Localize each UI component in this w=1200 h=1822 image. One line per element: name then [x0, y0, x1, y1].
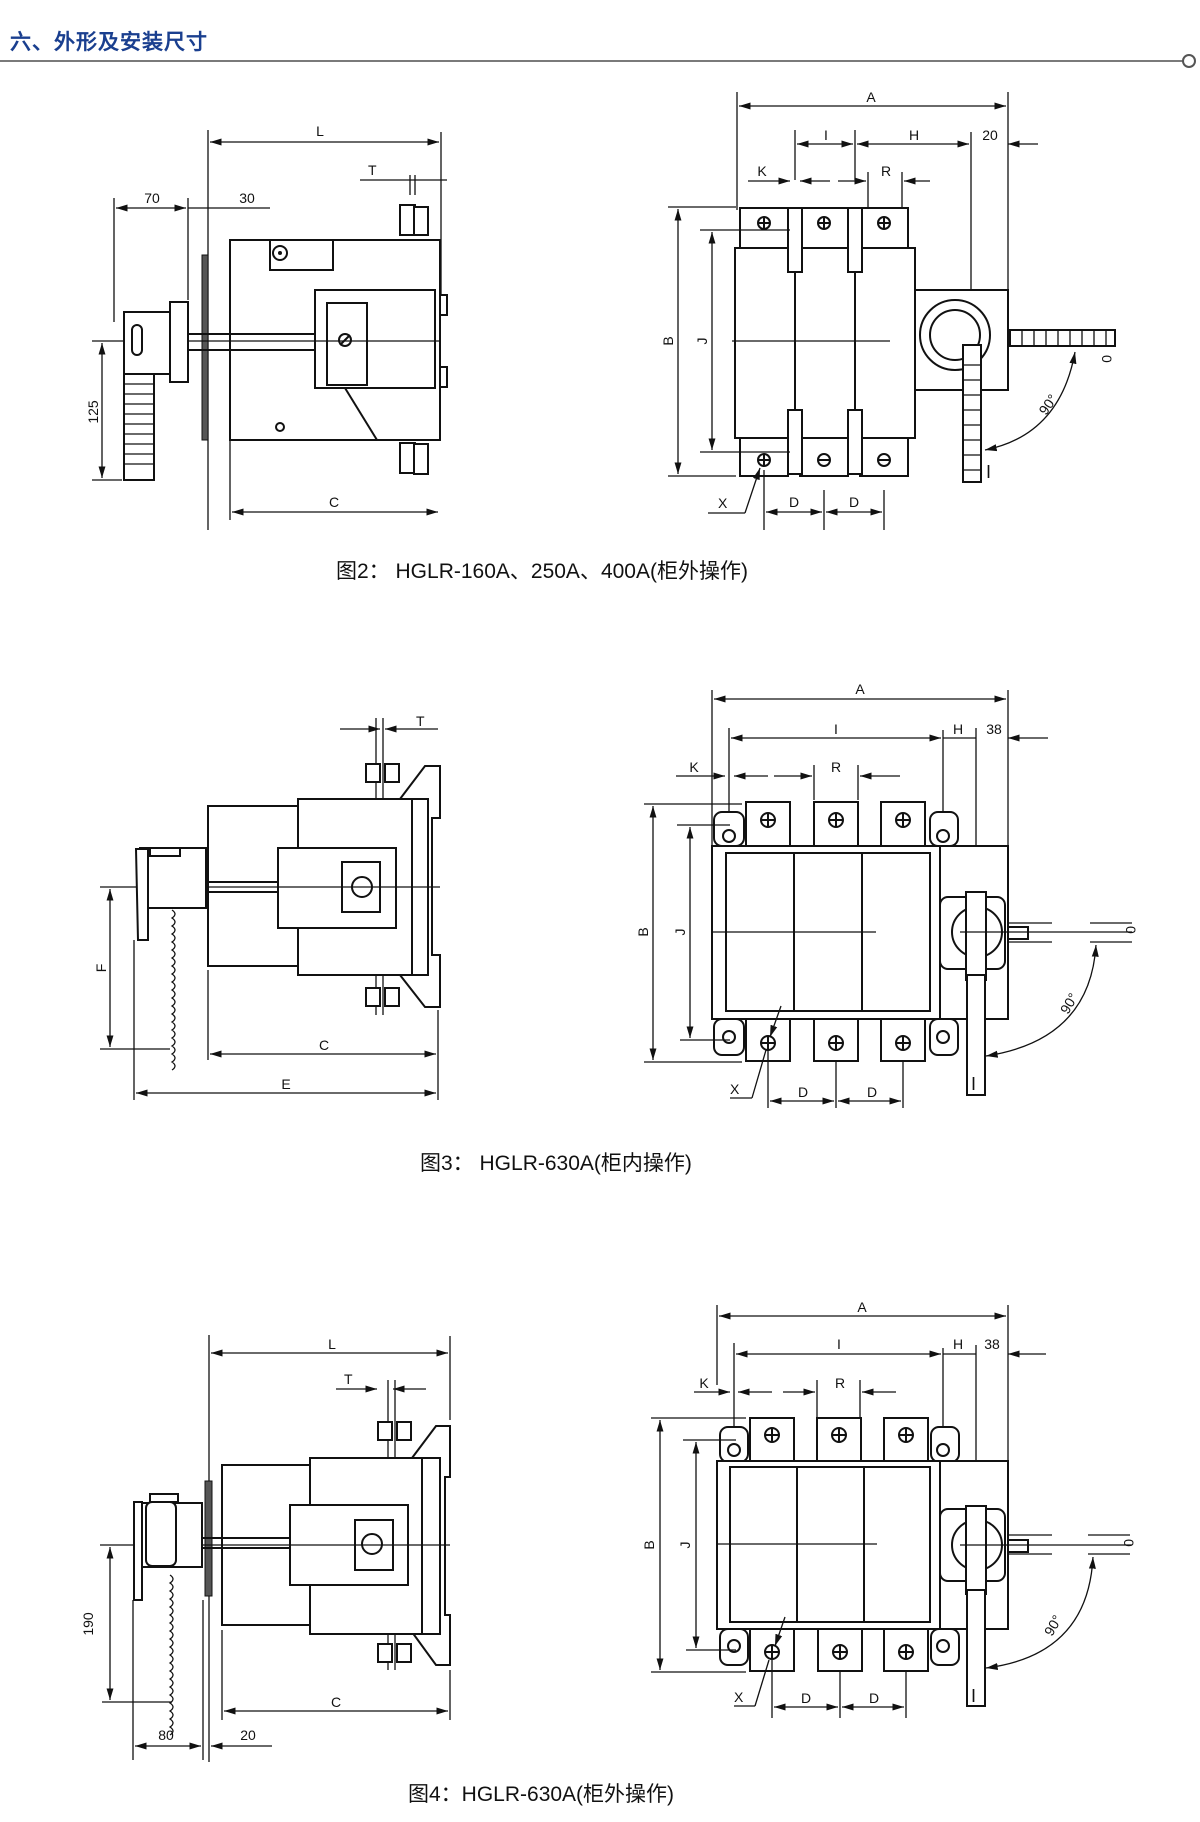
fig2-front-pos-on: I: [986, 462, 991, 482]
fig4-side-view: L T 190: [80, 1335, 451, 1762]
page-header: 六、外形及安装尺寸: [0, 0, 1200, 68]
fig4-front-pos-off: 0: [1121, 1539, 1137, 1547]
fig4-front-angle: 90°: [1041, 1612, 1065, 1638]
fig3-front-pos-on: I: [971, 1074, 976, 1094]
fig3-front-label-R: R: [831, 759, 841, 775]
fig4-front-label-D2: D: [869, 1690, 879, 1706]
fig3-front-label-I: I: [834, 721, 838, 737]
fig2-front-label-D1: D: [789, 494, 799, 510]
fig4-front-label-K: K: [699, 1375, 709, 1391]
section-title: 六、外形及安装尺寸: [10, 30, 208, 54]
fig3-front-dim-38: 38: [986, 721, 1002, 737]
fig3-front-label-K: K: [689, 759, 699, 775]
fig2-front-pos-off: 0: [1099, 355, 1115, 363]
fig2-caption: 图2： HGLR-160A、250A、400A(柜外操作): [336, 560, 748, 583]
fig3-side-label-F: F: [93, 964, 109, 973]
fig4-front-pos-on: I: [971, 1686, 976, 1706]
fig2-side-dim-125: 125: [85, 400, 101, 424]
fig2-front-label-X: X: [718, 495, 728, 511]
fig3-front-label-X: X: [730, 1081, 740, 1097]
fig4-front-label-H: H: [953, 1336, 963, 1352]
fig3-front-label-B: B: [635, 927, 651, 936]
fig3-side-label-T: T: [416, 713, 425, 729]
fig2-front-label-K: K: [757, 163, 767, 179]
fig2-side-dim-70: 70: [144, 190, 160, 206]
fig3-side-label-E: E: [281, 1076, 290, 1092]
fig4-front-dim-38: 38: [984, 1336, 1000, 1352]
fig4-side-dim-190: 190: [80, 1612, 96, 1636]
fig3-front-label-J: J: [672, 929, 688, 936]
fig3-side-label-C: C: [319, 1037, 329, 1053]
fig4-side-label-L: L: [328, 1336, 336, 1352]
fig2-side-dim-30: 30: [239, 190, 255, 206]
fig3-caption: 图3： HGLR-630A(柜内操作): [420, 1152, 692, 1175]
fig4-front-label-A: A: [857, 1299, 867, 1315]
fig4-front-label-I: I: [837, 1336, 841, 1352]
fig4-front-label-R: R: [835, 1375, 845, 1391]
fig2-panel-plate: [201, 254, 209, 441]
fig2-side-label-C: C: [329, 494, 339, 510]
fig3-side-view: T F C E: [93, 713, 441, 1100]
fig2-front-label-H: H: [909, 127, 919, 143]
header-divider: [0, 60, 1183, 62]
fig2-front-label-A: A: [866, 89, 876, 105]
fig2-front-label-J: J: [694, 338, 710, 345]
fig2-side-label-L: L: [316, 123, 324, 139]
fig2-front-label-D2: D: [849, 494, 859, 510]
fig4-front-label-J: J: [677, 1542, 693, 1549]
divider-end-circle-icon: [1182, 54, 1196, 68]
fig3-front-pos-off: 0: [1123, 926, 1139, 934]
fig2-front-dim-20: 20: [982, 127, 998, 143]
fig3-front-label-D1: D: [798, 1084, 808, 1100]
fig2-front-label-B: B: [660, 336, 676, 345]
fig3-front-view: A I H 38 K R: [635, 681, 1139, 1108]
fig4-front-label-B: B: [641, 1540, 657, 1549]
fig3-front-label-H: H: [953, 721, 963, 737]
fig3-front-label-A: A: [855, 681, 865, 697]
fig4-front-label-D1: D: [801, 1690, 811, 1706]
fig2-front-view: A I H 20 K R: [660, 89, 1116, 530]
fig4-caption: 图4：HGLR-630A(柜外操作): [408, 1783, 675, 1806]
fig4-side-dim-20: 20: [240, 1727, 256, 1743]
fig2-side-label-T: T: [368, 162, 377, 178]
fig4-front-label-X: X: [734, 1689, 744, 1705]
fig4-side-label-C: C: [331, 1694, 341, 1710]
fig2-front-label-R: R: [881, 163, 891, 179]
fig2-side-view: L T 70 30: [85, 123, 448, 530]
fig3-front-label-D2: D: [867, 1084, 877, 1100]
fig4-side-dim-80: 80: [158, 1727, 174, 1743]
fig2-front-label-I: I: [824, 127, 828, 143]
fig4-side-label-T: T: [344, 1371, 353, 1387]
